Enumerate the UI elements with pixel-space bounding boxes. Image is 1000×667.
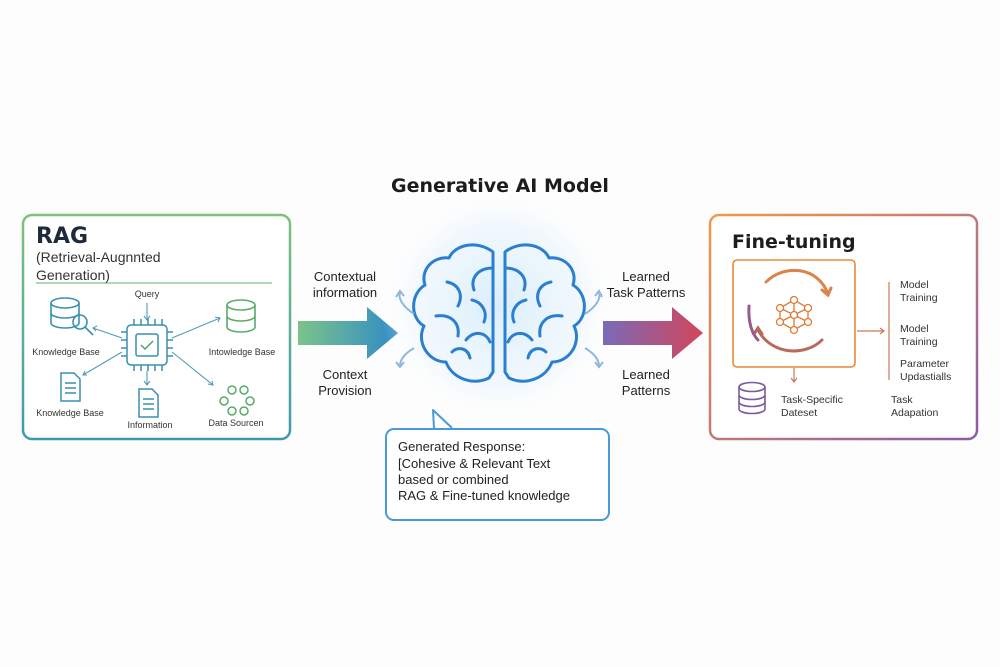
label-line: Contextual	[313, 269, 377, 284]
right-flow-arrow	[603, 307, 703, 359]
knowledge-base-label: Knowledge Base	[32, 347, 100, 357]
label-line: Model	[900, 323, 929, 335]
data-sources-label: Data Sourcen	[208, 418, 264, 428]
finetune-connectors	[790, 282, 890, 383]
database-search-icon	[50, 297, 94, 336]
parameter-updates-label: Parameter Updastialls	[900, 358, 951, 384]
model-training-label: Model Training	[900, 279, 938, 305]
information-label: Information	[127, 420, 173, 430]
response-line: [Cohesive & Relevant Text	[398, 456, 551, 471]
context-provision-label: Context Provision	[295, 367, 395, 399]
label-line: Model	[900, 279, 929, 291]
rag-subtitle-line: (Retrieval-Augnnted	[36, 249, 161, 265]
brain-icon	[412, 243, 586, 383]
label-line: Task	[891, 394, 913, 406]
diagram-title: Generative AI Model	[391, 175, 609, 197]
label-line: Dateset	[781, 407, 818, 419]
contextual-information-label: Contextual information	[295, 269, 395, 301]
label-line: Task Patterns	[606, 285, 686, 300]
task-adaptation-label: Task Adapation	[891, 394, 938, 420]
query-label: Query	[134, 289, 160, 299]
learned-task-patterns-label: Learned Task Patterns	[596, 269, 696, 301]
learned-patterns-label: Learned Patterns	[596, 367, 696, 399]
label-line: Provision	[318, 383, 372, 398]
label-line: Learned	[622, 367, 670, 382]
label-line: Training	[900, 336, 938, 348]
task-specific-dataset-label: Task-Specific Dateset	[781, 394, 843, 420]
chip-icon	[121, 319, 173, 371]
knowledge-base-label: Knowledge Base	[36, 408, 104, 418]
label-line: Patterns	[621, 383, 671, 398]
response-heading: Generated Response:	[398, 439, 526, 454]
finetune-title: Fine-tuning	[732, 231, 856, 253]
rag-subtitle: (Retrieval-Augnnted Generation)	[36, 248, 236, 284]
dataset-icon	[738, 381, 766, 415]
rag-panel	[21, 213, 292, 441]
database-icon	[226, 299, 256, 333]
rag-subtitle-line: Generation)	[36, 267, 110, 283]
brain-glow	[381, 187, 617, 423]
cycle-arrows-icon	[747, 268, 833, 353]
document-icon	[138, 388, 159, 418]
finetune-panel	[708, 213, 979, 441]
label-line: Parameter	[900, 358, 950, 370]
label-line: Adapation	[891, 407, 939, 419]
generated-response-callout: Generated Response: [Cohesive & Relevant…	[385, 428, 610, 521]
brain-side-arrows	[395, 289, 604, 369]
neural-network-icon	[775, 295, 813, 335]
knowledge-base-label: Intowledge Base	[208, 347, 276, 357]
response-line: based or combined	[398, 472, 509, 487]
data-sources-icon	[219, 385, 255, 416]
document-icon	[60, 372, 81, 402]
training-box	[732, 259, 856, 368]
rag-connectors	[82, 303, 221, 386]
left-flow-arrow	[298, 307, 398, 359]
response-connector	[432, 409, 453, 429]
label-line: Context	[322, 367, 368, 382]
model-training-label: Model Training	[900, 323, 938, 349]
label-line: information	[312, 285, 378, 300]
label-line: Task-Specific	[781, 394, 843, 406]
label-line: Updastialls	[900, 371, 952, 383]
label-line: Learned	[622, 269, 670, 284]
label-line: Training	[900, 292, 938, 304]
response-line: RAG & Fine-tuned knowledge	[398, 488, 570, 503]
rag-title: RAG	[36, 224, 89, 249]
